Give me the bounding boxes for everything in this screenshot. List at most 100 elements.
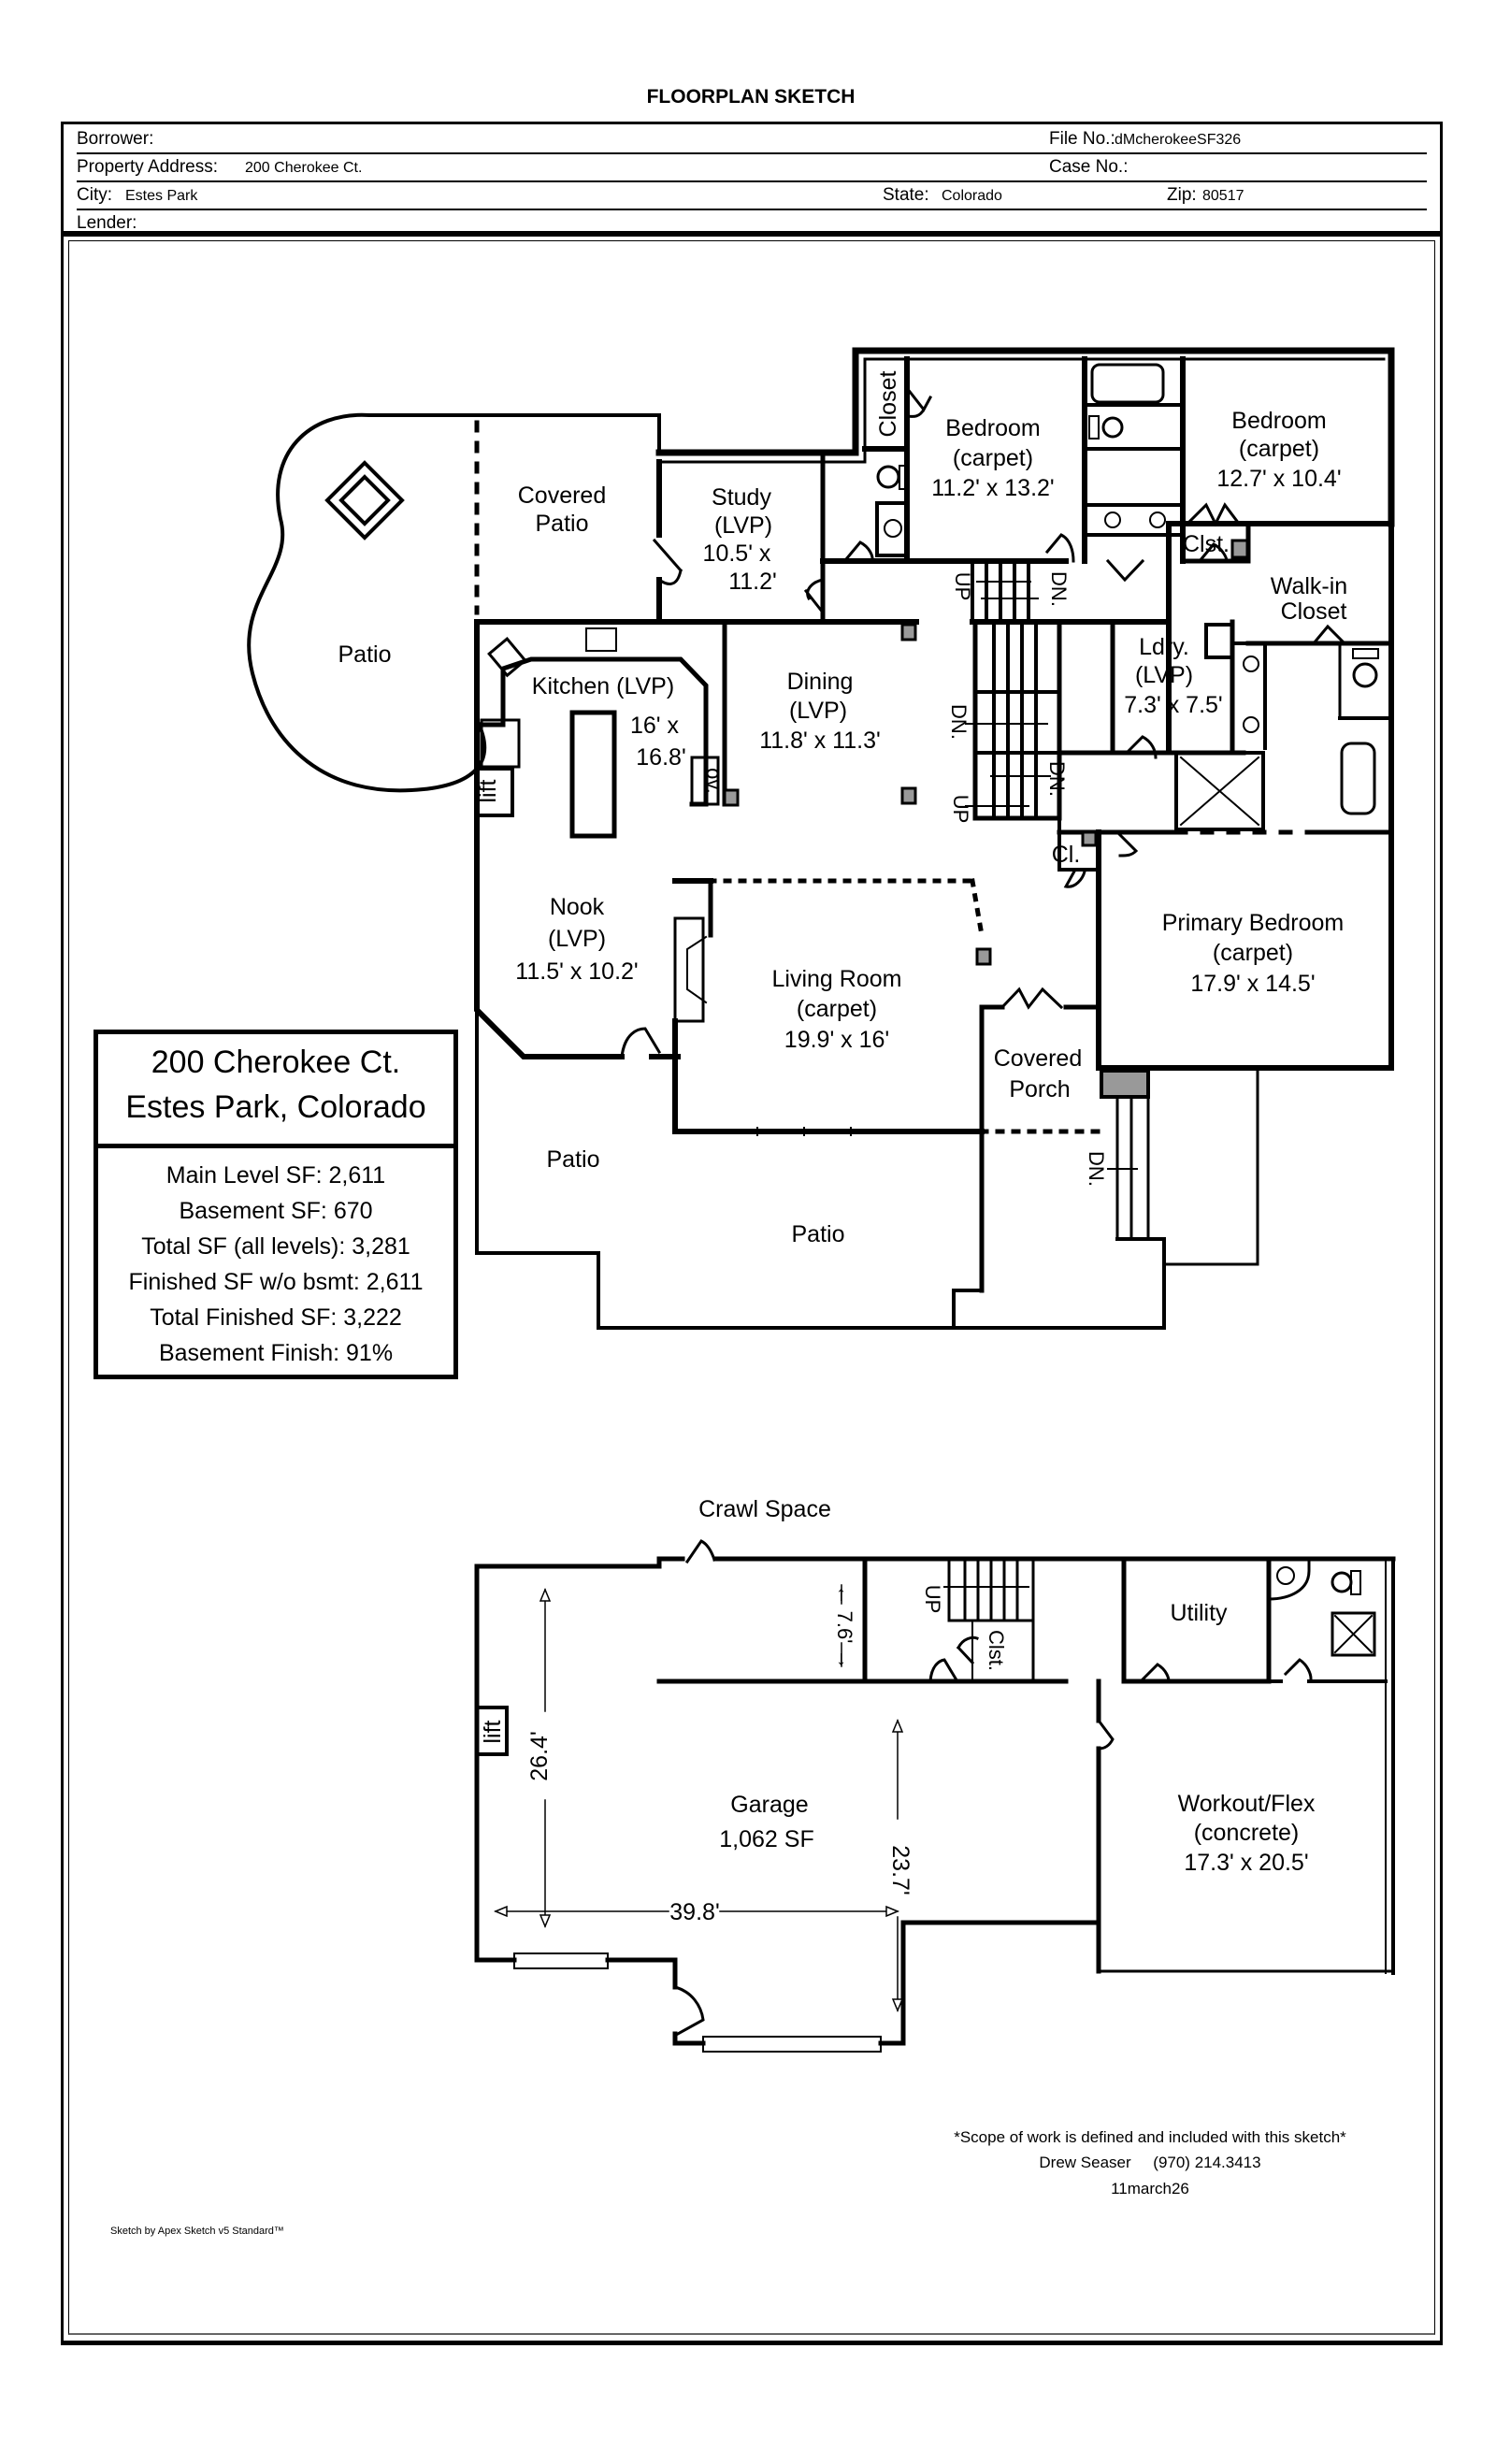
property-address-value: 200 Cherokee Ct. — [245, 160, 363, 176]
label-stair-dn-1: DN. — [1047, 571, 1071, 607]
sketch-frame — [61, 237, 1443, 2345]
sink-icon-2 — [1104, 512, 1121, 528]
toilet-icon-4 — [1331, 1571, 1353, 1593]
label-living-2: (carpet) — [797, 996, 877, 1022]
summary-address-line1: 200 Cherokee Ct. — [151, 1045, 401, 1080]
dimension-lines — [495, 1584, 899, 2011]
zip-label: Zip: — [1167, 185, 1197, 205]
kitchen-island — [569, 710, 617, 839]
label-study-2: (LVP) — [714, 512, 772, 539]
water-heater-icon — [1267, 1557, 1311, 1601]
file-no-label: File No.: — [1049, 129, 1115, 149]
sliding-door — [756, 1127, 852, 1136]
sketch-frame-inner — [68, 240, 1435, 2335]
sink-icon-4 — [1243, 656, 1259, 672]
label-stair-up-1: UP — [951, 572, 974, 601]
sink-icon-3 — [1149, 512, 1166, 528]
label-dining-3: 11.8' x 11.3' — [759, 728, 881, 754]
label-bedroom2-1: Bedroom — [945, 415, 1040, 441]
file-no-value: dMcherokeeSF326 — [1115, 132, 1242, 148]
stat-basement-finish: Basement Finish: 91% — [158, 1340, 394, 1366]
property-summary-box: 200 Cherokee Ct. Estes Park, Colorado Ma… — [94, 1030, 458, 1379]
label-kitchen-2: 16' x — [630, 713, 680, 739]
toilet-icon-3 — [1352, 662, 1378, 688]
bath-sink-counter — [875, 501, 909, 557]
label-lift: lift — [475, 779, 501, 802]
header-form: Borrower: File No.: dMcherokeeSF326 Prop… — [61, 122, 1443, 237]
label-covered-porch-1: Covered — [994, 1045, 1083, 1072]
label-patio-bottom: Patio — [792, 1221, 845, 1247]
state-label: State: — [883, 185, 929, 205]
label-covered-porch-2: Porch — [1009, 1076, 1070, 1102]
column-icon — [1230, 539, 1249, 559]
toilet-icon — [876, 465, 900, 489]
label-dim-23-7: 23.7' — [887, 1845, 913, 1895]
bath-door-icon — [1283, 1658, 1313, 1680]
label-living-1: Living Room — [772, 966, 902, 992]
label-nook-2: (LVP) — [548, 926, 606, 952]
label-primary-2: (carpet) — [1213, 940, 1293, 966]
utility-door-icon — [1138, 1663, 1171, 1684]
state-value: Colorado — [942, 188, 1002, 204]
label-cl: Cl. — [1052, 842, 1081, 868]
fireplace-icon — [673, 916, 705, 1023]
label-dim-7-6: ← 7.6' → — [833, 1584, 856, 1669]
shower-icon-2 — [1331, 1611, 1376, 1657]
footer-contact: Drew Seaser (970) 214.3413 — [1039, 2154, 1261, 2171]
label-crawl-space: Crawl Space — [698, 1496, 831, 1522]
hall-door-icon-1 — [843, 540, 874, 563]
hall-door-icon-3 — [1044, 533, 1075, 563]
stairs-upper — [971, 559, 1030, 624]
zip-value: 80517 — [1202, 188, 1244, 204]
toilet-icon-2 — [1101, 416, 1124, 439]
label-basement-clst: Clst. — [985, 1630, 1008, 1671]
label-kitchen-3: 16.8' — [636, 744, 685, 771]
label-workout-1: Workout/Flex — [1178, 1791, 1316, 1817]
label-covered-patio-2: Patio — [536, 511, 589, 537]
cl-closet-wall — [1057, 816, 1100, 872]
footer-software-credit: Sketch by Apex Sketch v5 Standard™ — [110, 2226, 284, 2237]
workout-door-icon — [1096, 1718, 1115, 1751]
cl-door-icon — [1063, 867, 1086, 888]
clst-double-door-icon — [1185, 502, 1242, 527]
stair-door-icon — [928, 1658, 958, 1683]
label-closet: Closet — [875, 371, 901, 438]
sink-icon — [884, 519, 902, 538]
label-stair-dn-2: DN. — [947, 704, 971, 740]
footer-date: 11march26 — [1111, 2180, 1189, 2197]
study-door-icon — [652, 538, 683, 585]
summary-address-line2: Estes Park, Colorado — [125, 1089, 426, 1125]
covered-patio-wall — [475, 413, 661, 455]
bathtub-icon — [1090, 363, 1165, 404]
label-primary-3: 17.9' x 14.5' — [1190, 971, 1315, 997]
label-living-3: 19.9' x 16' — [784, 1027, 889, 1053]
label-basement-up: UP — [921, 1585, 944, 1614]
label-bedroom2-3: 11.2' x 13.2' — [931, 475, 1054, 501]
clst-door-icon — [956, 1635, 979, 1665]
case-no-label: Case No.: — [1049, 157, 1129, 177]
header-row-lender: Lender: — [77, 209, 1427, 237]
label-study-1: Study — [712, 484, 771, 511]
hall-door-icon-4 — [1105, 558, 1145, 583]
label-workout-2: (concrete) — [1194, 1820, 1300, 1846]
label-covered-patio-1: Covered — [518, 483, 607, 509]
label-utility: Utility — [1170, 1600, 1228, 1626]
laundry-door-icon — [1124, 735, 1158, 759]
borrower-label: Borrower: — [77, 129, 154, 149]
stairs-central — [973, 620, 1061, 820]
garage-south-wall — [474, 1802, 517, 1963]
property-address-label: Property Address: — [77, 157, 219, 177]
stat-basement-sf: Basement SF: 670 — [179, 1198, 373, 1224]
basement-lift-box — [475, 1706, 509, 1756]
stat-total-sf: Total SF (all levels): 3,281 — [141, 1233, 410, 1260]
label-bedroom3-2: (carpet) — [1239, 436, 1319, 462]
summary-stats: Main Level SF: 2,611 Basement SF: 670 To… — [98, 1148, 453, 1371]
label-stair-up-2: UP — [949, 795, 972, 824]
patio-outline — [475, 1008, 871, 1330]
upper-inner-wall — [657, 357, 1386, 464]
firepit-icon — [324, 460, 405, 540]
label-patio-curved: Patio — [338, 641, 392, 668]
header-row-address: Property Address: 200 Cherokee Ct. Case … — [77, 152, 1427, 182]
lender-label: Lender: — [77, 213, 137, 233]
